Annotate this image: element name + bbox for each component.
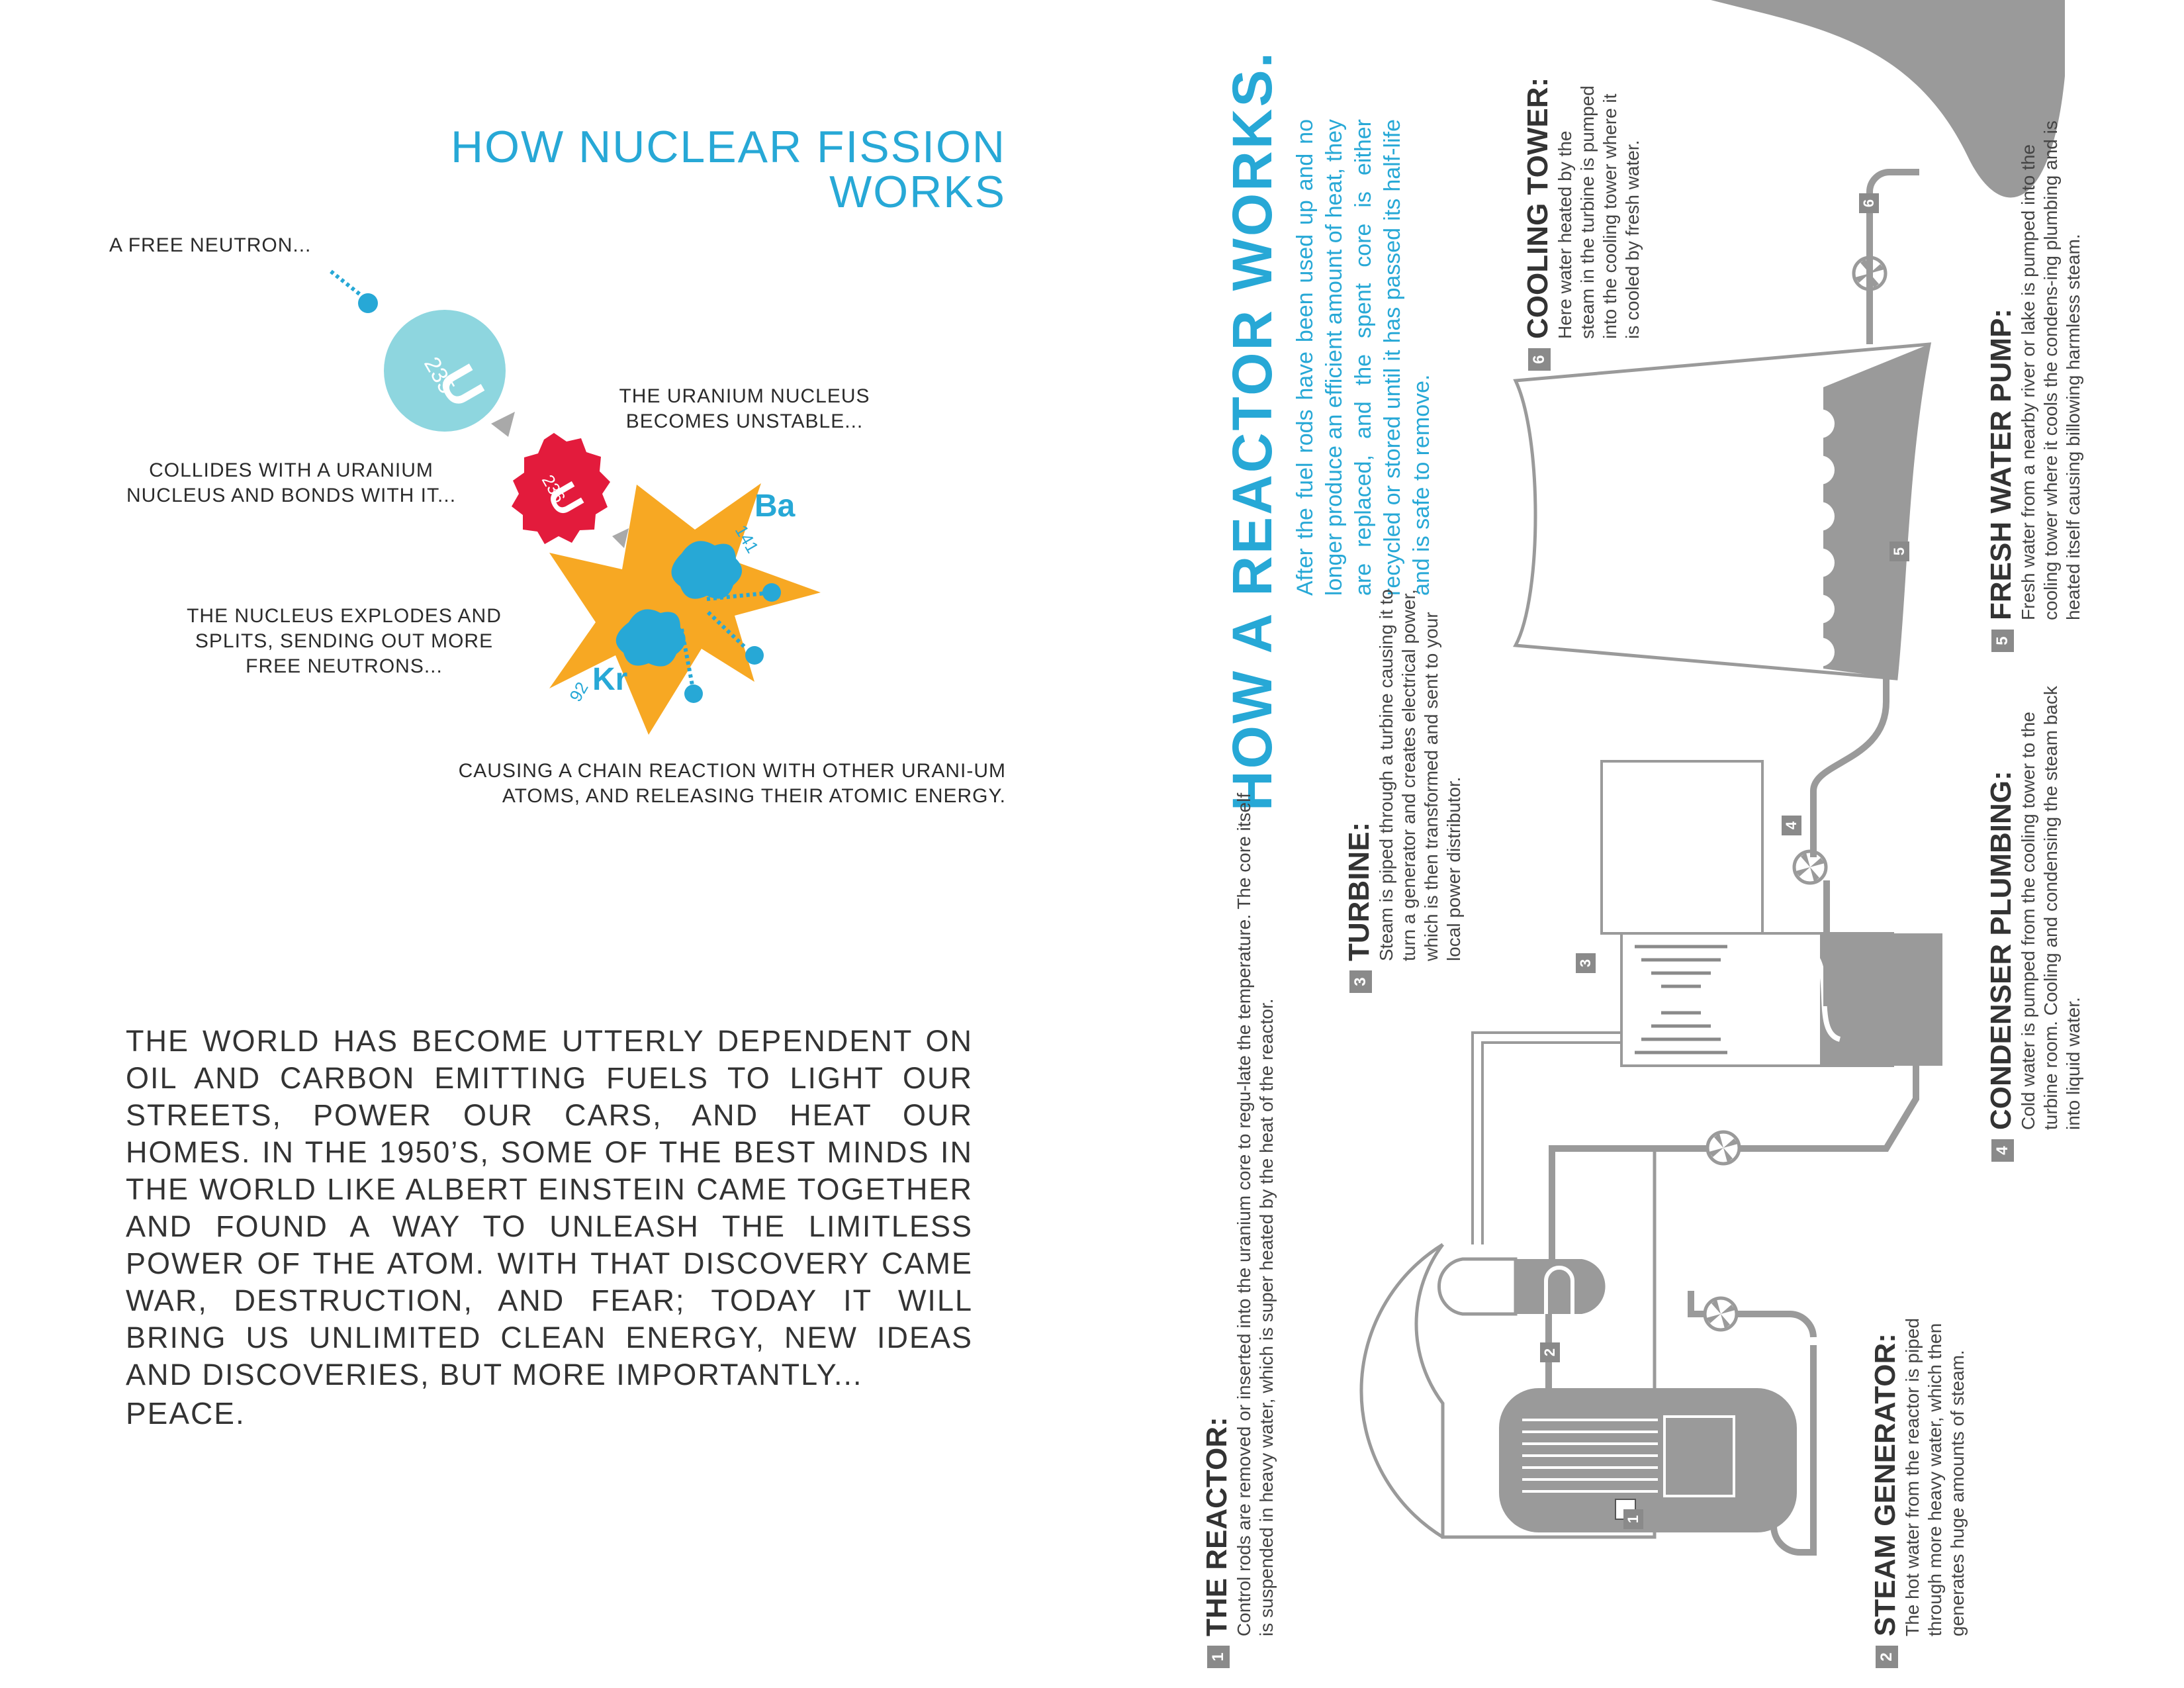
- component-fresh-water-pump: 5FRESH WATER PUMP: Fresh water from a ne…: [1985, 96, 2085, 652]
- diagram-label-6: 6: [1859, 193, 1879, 213]
- generator-box: [1600, 760, 1764, 935]
- component-reactor: 1THE REACTOR: Control rods are removed o…: [1201, 788, 1278, 1668]
- reactor-intro: After the fuel rods have been used up an…: [1293, 119, 1434, 596]
- containment-outline: [1414, 1150, 1657, 1539]
- step-collides: COLLIDES WITH A URANIUM NUCLEUS AND BOND…: [126, 459, 457, 506]
- diagram-label-5: 5: [1889, 541, 1909, 561]
- essay-paragraph: THE WORLD HAS BECOME UTTERLY DEPENDENT O…: [126, 1024, 973, 1391]
- svg-text:92: 92: [565, 679, 592, 705]
- component-steam-generator: 2STEAM GENERATOR: The hot water from the…: [1869, 1271, 1969, 1668]
- reactor-title: HOW A REACTOR WORKS.: [1221, 50, 1283, 811]
- uranium-235-nucleus-icon: 235 U: [384, 310, 506, 432]
- step-unstable: THE URANIUM NUCLEUS BECOMES UNSTABLE...: [619, 385, 870, 432]
- step-explodes: THE NUCLEUS EXPLODES AND SPLITS, SENDING…: [187, 605, 502, 677]
- free-neutron-icon: [330, 269, 378, 313]
- essay-closing: PEACE.: [126, 1396, 246, 1430]
- diagram-label-1: 1: [1623, 1509, 1643, 1529]
- arrow-2-icon: [612, 528, 629, 548]
- fission-title: HOW NUCLEAR FISSION WORKS: [451, 122, 1006, 217]
- diagram-label-2: 2: [1540, 1342, 1560, 1362]
- fission-explosion-icon: 141 Ba 92 Kr: [549, 483, 821, 735]
- step-chain-reaction: CAUSING A CHAIN REACTION WITH OTHER URAN…: [458, 760, 1006, 807]
- component-turbine: 3TURBINE: Steam is piped through a turbi…: [1343, 583, 1465, 993]
- component-condenser-plumbing: 4CONDENSER PLUMBING: Cold water is pumpe…: [1985, 685, 2085, 1162]
- svg-text:Ba: Ba: [754, 489, 796, 524]
- valve-icon: [1703, 256, 1888, 1332]
- arrow-1-icon: [491, 412, 515, 437]
- reactor-diagram: [1359, 0, 2065, 1556]
- diagram-label-4: 4: [1782, 816, 1801, 835]
- svg-text:Kr: Kr: [592, 662, 627, 697]
- component-cooling-tower: 6COOLING TOWER: Here water heated by the…: [1522, 77, 1644, 371]
- diagram-label-3: 3: [1576, 953, 1596, 973]
- step-free-neutron: A FREE NEUTRON...: [109, 234, 312, 256]
- reactor-explanation-panel: HOW A REACTOR WORKS. After the fuel rods…: [1191, 0, 2184, 1688]
- steam-plume: [1711, 0, 2065, 198]
- uranium-236-nucleus-icon: 236 U: [512, 433, 610, 544]
